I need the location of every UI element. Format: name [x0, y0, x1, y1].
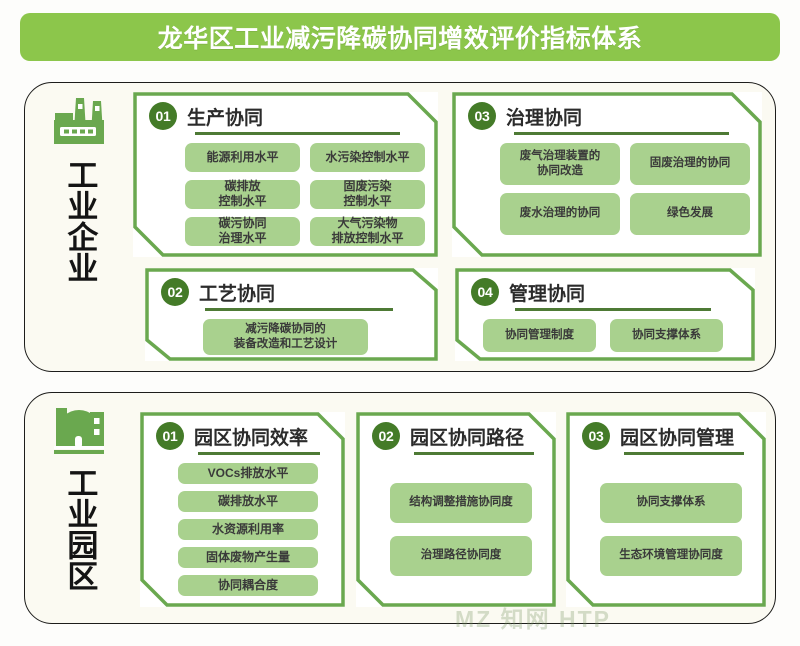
card-header: 01 园区协同效率: [156, 422, 331, 450]
card-title: 生产协同: [187, 107, 264, 129]
indicator-pill[interactable]: 水资源利用率: [178, 518, 318, 540]
card-governance-synergy[interactable]: 03 治理协同 废气治理装置的协同改造 固废治理的协同 废水治理的协同 绿色发展: [452, 92, 762, 257]
page-title: 龙华区工业减污降碳协同增效评价指标体系: [157, 25, 643, 53]
header-rule: [198, 452, 320, 455]
header-rule: [514, 132, 729, 135]
indicator-pill[interactable]: 水污染控制水平: [310, 142, 425, 172]
card-park-synergy-efficiency[interactable]: 01 园区协同效率 VOCs排放水平 碳排放水平 水资源利用率 固体废物产生量 …: [140, 412, 345, 607]
card-number-badge: 02: [161, 278, 189, 306]
indicator-pill[interactable]: 协同管理制度: [483, 318, 596, 352]
card-park-synergy-management[interactable]: 03 园区协同管理 协同支撑体系 生态环境管理协同度: [566, 412, 766, 607]
side-label-industrial-enterprise: 工业企业: [50, 96, 108, 283]
card-header: 01 生产协同: [149, 102, 424, 130]
card-title: 工艺协同: [199, 283, 276, 305]
indicator-pill[interactable]: 治理路径协同度: [390, 535, 532, 576]
card-management-synergy[interactable]: 04 管理协同 协同管理制度 协同支撑体系: [455, 268, 755, 361]
page-title-banner: 龙华区工业减污降碳协同增效评价指标体系: [20, 13, 780, 61]
indicator-list: 减污降碳协同的装备改造和工艺设计: [161, 318, 424, 355]
indicator-pill[interactable]: 固废治理的协同: [630, 142, 750, 185]
indicator-list: 结构调整措施协同度 治理路径协同度: [390, 477, 532, 576]
indicator-list: 协同支撑体系 生态环境管理协同度: [600, 477, 742, 576]
card-number-badge: 01: [149, 102, 177, 130]
side-label-industrial-park: 工业园区: [48, 402, 110, 591]
indicator-pill[interactable]: 固体废物产生量: [178, 546, 318, 568]
indicator-list: VOCs排放水平 碳排放水平 水资源利用率 固体废物产生量 协同耦合度: [178, 462, 318, 596]
watermark: MZ 知网 HTP: [455, 606, 611, 632]
indicator-pill[interactable]: 绿色发展: [630, 192, 750, 235]
indicator-list: 协同管理制度 协同支撑体系: [483, 318, 741, 352]
header-rule: [515, 308, 711, 311]
indicator-pill[interactable]: 碳排放控制水平: [185, 179, 300, 209]
card-header: 04 管理协同: [471, 278, 741, 306]
card-production-synergy[interactable]: 01 生产协同 能源利用水平 水污染控制水平 碳排放控制水平 固废污染控制水平 …: [133, 92, 438, 257]
card-number-badge: 03: [582, 422, 610, 450]
indicator-pill[interactable]: 固废污染控制水平: [310, 179, 425, 209]
indicator-list: 能源利用水平 水污染控制水平 碳排放控制水平 固废污染控制水平 碳污协同治理水平…: [185, 142, 425, 246]
card-number-badge: 01: [156, 422, 184, 450]
indicator-pill[interactable]: 能源利用水平: [185, 142, 300, 172]
header-rule: [195, 132, 400, 135]
card-process-synergy[interactable]: 02 工艺协同 减污降碳协同的装备改造和工艺设计: [145, 268, 438, 361]
indicator-pill[interactable]: 协同支撑体系: [600, 482, 742, 523]
indicator-pill[interactable]: 碳排放水平: [178, 490, 318, 512]
card-number-badge: 02: [372, 422, 400, 450]
side-label-text: 工业园区: [62, 467, 98, 591]
indicator-pill[interactable]: 大气污染物排放控制水平: [310, 216, 425, 246]
card-title: 管理协同: [509, 283, 586, 305]
indicator-pill[interactable]: 协同支撑体系: [610, 318, 723, 352]
card-title: 园区协同路径: [410, 427, 525, 449]
indicator-pill[interactable]: 生态环境管理协同度: [600, 535, 742, 576]
factory-icon: [50, 96, 108, 153]
card-title: 园区协同管理: [620, 427, 735, 449]
indicator-pill[interactable]: VOCs排放水平: [178, 462, 318, 484]
industrial-park-icon: [48, 402, 110, 461]
header-rule: [624, 452, 744, 455]
indicator-pill[interactable]: 废水治理的协同: [500, 192, 620, 235]
card-header: 02 工艺协同: [161, 278, 424, 306]
card-number-badge: 04: [471, 278, 499, 306]
header-rule: [414, 452, 534, 455]
card-title: 园区协同效率: [194, 427, 309, 449]
card-title: 治理协同: [506, 107, 583, 129]
indicator-pill[interactable]: 减污降碳协同的装备改造和工艺设计: [203, 318, 368, 355]
card-header: 03 园区协同管理: [582, 422, 752, 450]
indicator-pill[interactable]: 碳污协同治理水平: [185, 216, 300, 246]
side-label-text: 工业企业: [62, 159, 98, 283]
indicator-list: 废气治理装置的协同改造 固废治理的协同 废水治理的协同 绿色发展: [500, 142, 750, 235]
card-header: 02 园区协同路径: [372, 422, 542, 450]
indicator-pill[interactable]: 结构调整措施协同度: [390, 482, 532, 523]
indicator-pill[interactable]: 废气治理装置的协同改造: [500, 142, 620, 185]
card-header: 03 治理协同: [468, 102, 748, 130]
header-rule: [205, 308, 393, 311]
card-park-synergy-path[interactable]: 02 园区协同路径 结构调整措施协同度 治理路径协同度: [356, 412, 556, 607]
card-number-badge: 03: [468, 102, 496, 130]
indicator-pill[interactable]: 协同耦合度: [178, 574, 318, 596]
